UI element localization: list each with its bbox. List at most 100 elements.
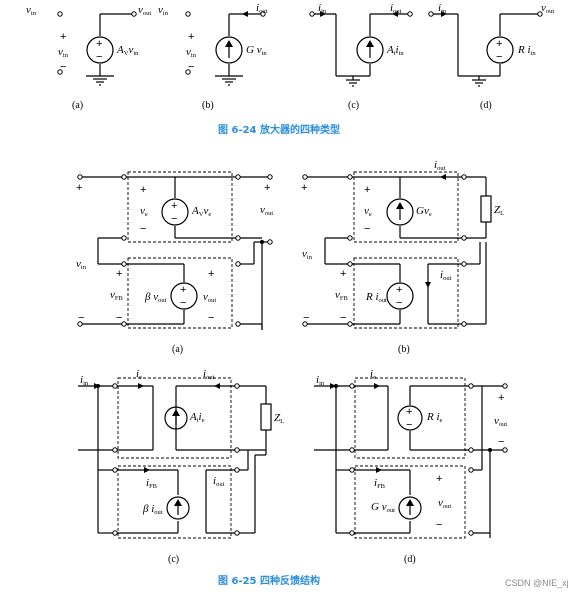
fig25-c-fb-iout-label: i — [213, 475, 216, 487]
fig25-a-feedback-structure: + − + − + + − + + − + — [76, 171, 273, 355]
fig25-d-source-label: R i — [426, 411, 440, 423]
fig25-c-fb-source-label: β i — [142, 503, 154, 515]
svg-text:ZL: ZL — [494, 204, 504, 217]
fig25-a-ve-label: v — [140, 205, 145, 217]
fig25-a-fb-source-label: β v — [144, 291, 158, 303]
fig24-b-transconductance-amplifier: vin iout + − vin G vin (b) — [158, 2, 268, 111]
svg-text:R iout: R iout — [365, 291, 387, 304]
svg-text:Aiie: Aiie — [189, 411, 205, 424]
fig24-a-voltage-amplifier: + − vin vout + − vin AVvin (a) — [26, 4, 151, 111]
fig25-c-iin-label: i — [80, 374, 83, 386]
svg-text:G vout: G vout — [371, 501, 395, 514]
fig24-c-source-label: A — [386, 44, 394, 56]
fig24-a-plus: + — [60, 31, 66, 43]
svg-text:+: + — [496, 38, 502, 50]
fig25-a-vin-label: v — [76, 258, 81, 270]
fig25-c-feedback-structure: iin ie iout Aiie ZL iFB β iout iout (c) — [78, 368, 284, 565]
fig24-c-subfig-label: (c) — [348, 100, 359, 111]
svg-text:−: − — [340, 312, 346, 324]
svg-text:vin: vin — [302, 248, 313, 261]
svg-text:R ie: R ie — [426, 411, 443, 424]
fig25-c-source-label: A — [189, 411, 197, 423]
svg-text:ie: ie — [136, 368, 142, 381]
fig25-a-vout-label: v — [260, 204, 265, 216]
svg-text:vin: vin — [158, 4, 169, 17]
svg-text:+: + — [498, 392, 504, 404]
fig25-b-source-label: Gv — [416, 205, 429, 217]
fig25-d-fb-vout-label: v — [438, 497, 443, 509]
svg-text:+: + — [76, 182, 82, 194]
fig24-b-plus: + — [188, 31, 194, 43]
fig24-b-iout-label: i — [256, 2, 259, 14]
fig24-a-vin-label: v — [26, 4, 31, 16]
svg-text:−: − — [406, 419, 412, 431]
fig25-a-subfig-label: (a) — [172, 344, 183, 355]
svg-text:R iin: R iin — [517, 44, 536, 57]
fig25-d-iin-label: i — [316, 374, 319, 386]
fig24-b-vin2-label: v — [186, 46, 191, 58]
fig24-a-vin2-label: v — [58, 46, 63, 58]
svg-text:iout: iout — [203, 368, 215, 381]
svg-text:+: + — [436, 473, 442, 485]
svg-text:ve: ve — [364, 205, 372, 218]
fig24-d-transresistance-amplifier: + − iin vout R iin (d) — [428, 2, 554, 111]
svg-text:ZL: ZL — [274, 412, 284, 425]
svg-text:−: − — [436, 519, 442, 531]
svg-text:vout: vout — [138, 4, 151, 17]
watermark-text: CSDN @NIE_xj — [505, 578, 569, 588]
fig25-b-subfig-label: (b) — [398, 344, 410, 355]
svg-text:vin: vin — [58, 46, 69, 59]
svg-text:−: − — [180, 297, 186, 309]
svg-text:iin: iin — [80, 374, 89, 387]
svg-text:vin: vin — [186, 46, 197, 59]
fig24-c-current-amplifier: iin iout Aiiin (c) — [309, 2, 413, 111]
fig25-b-ve-label: v — [364, 205, 369, 217]
svg-text:iout: iout — [213, 475, 225, 488]
fig25-c-zl-label: Z — [274, 412, 281, 424]
fig24-d-iin-label: i — [438, 2, 441, 14]
fig25-a-source-label: A — [191, 205, 199, 217]
svg-text:AVvin: AVvin — [116, 44, 139, 57]
svg-text:−: − — [208, 312, 214, 324]
fig24-b-subfig-label: (b) — [202, 100, 214, 111]
fig24-b-vin-label: v — [158, 4, 163, 16]
fig24-d-vout-label: v — [541, 2, 546, 14]
svg-text:iin: iin — [318, 2, 327, 15]
fig25-b-feedback-structure: + − + + − + − − iout ve Gve ZL vin vFB R… — [301, 159, 504, 355]
fig25-b-vin-label: v — [302, 248, 307, 260]
svg-text:ie: ie — [370, 368, 376, 381]
svg-text:iout: iout — [434, 159, 446, 172]
svg-text:+: + — [140, 184, 146, 196]
svg-text:−: − — [116, 312, 122, 324]
fig24-d-subfig-label: (d) — [480, 100, 492, 111]
svg-text:−: − — [171, 213, 177, 225]
fig24-d-source-label: R i — [517, 44, 531, 56]
svg-text:G vin: G vin — [246, 44, 267, 57]
svg-text:vout: vout — [438, 497, 451, 510]
svg-text:+: + — [364, 184, 370, 196]
fig24-a-vout-label: v — [138, 4, 143, 16]
svg-text:vout: vout — [494, 415, 507, 428]
fig25-c-subfig-label: (c) — [168, 554, 179, 565]
fig25-caption: 图 6-25 四种反馈结构 — [218, 574, 320, 587]
svg-text:iout: iout — [440, 269, 452, 282]
svg-text:iin: iin — [316, 374, 325, 387]
svg-text:vout: vout — [203, 291, 216, 304]
fig25-b-fb-iout-label: i — [440, 269, 443, 281]
svg-text:+: + — [180, 284, 186, 296]
svg-text:iin: iin — [438, 2, 447, 15]
svg-text:−: − — [96, 51, 102, 63]
fig24-caption: 图 6-24 放大器的四种类型 — [218, 123, 340, 136]
svg-text:ve: ve — [140, 205, 148, 218]
svg-text:+: + — [396, 284, 402, 296]
svg-text:+: + — [96, 38, 102, 50]
svg-text:iFB: iFB — [146, 477, 158, 490]
svg-text:+: + — [116, 268, 122, 280]
svg-text:AVve: AVve — [191, 205, 211, 218]
svg-text:Aiiin: Aiiin — [386, 44, 404, 57]
svg-text:−: − — [396, 297, 402, 309]
svg-text:iout: iout — [390, 2, 402, 15]
svg-text:+: + — [406, 406, 412, 418]
fig25-d-subfig-label: (d) — [404, 554, 416, 565]
